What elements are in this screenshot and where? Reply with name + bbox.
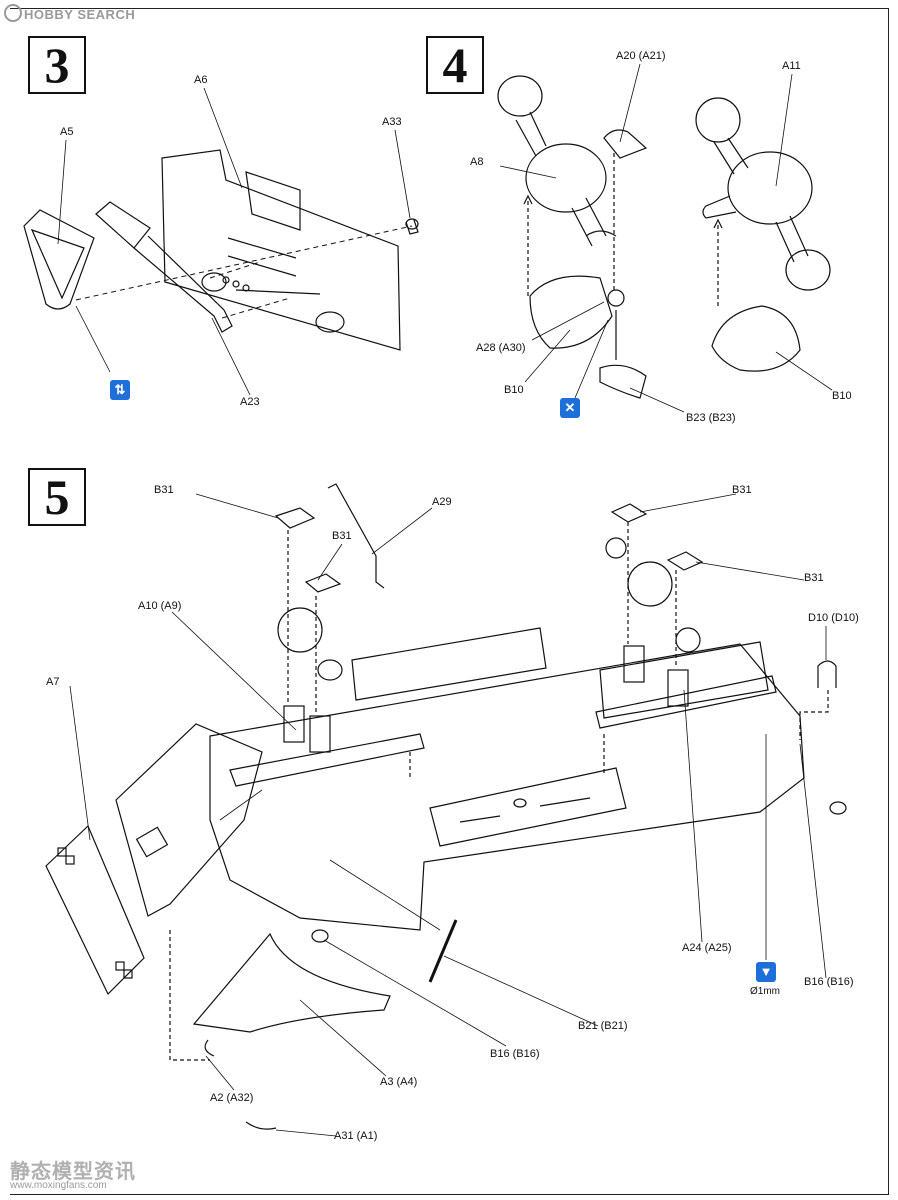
rear-leaf-spring bbox=[595, 675, 777, 729]
moxingfans-watermark: 静态模型资讯 bbox=[10, 1159, 136, 1183]
a10-front-panel bbox=[115, 723, 263, 917]
b10-cover-right bbox=[711, 305, 801, 372]
label-a11: A11 bbox=[782, 60, 801, 72]
label-b23: B23 (B23) bbox=[686, 412, 736, 424]
drill-icon: ▼ bbox=[756, 962, 776, 982]
label-b10-right: B10 bbox=[832, 390, 852, 402]
label-drill-size: Ø1mm bbox=[750, 986, 780, 997]
b23-part bbox=[599, 364, 647, 399]
label-b16-left: B16 (B16) bbox=[490, 1048, 540, 1060]
cement-icon: ✕ bbox=[560, 398, 580, 418]
a23-shovel bbox=[95, 201, 151, 249]
label-b31-c: B31 bbox=[732, 484, 752, 496]
a11-differential bbox=[727, 151, 813, 225]
flip-icon: ⇅ bbox=[110, 380, 130, 400]
label-a6: A6 bbox=[194, 74, 208, 86]
label-a33: A33 bbox=[382, 116, 402, 128]
a7-plate bbox=[45, 824, 145, 996]
label-a7: A7 bbox=[46, 676, 60, 688]
label-a24: A24 (A25) bbox=[682, 942, 732, 954]
front-leaf-spring bbox=[229, 733, 425, 787]
label-a29: A29 bbox=[432, 496, 452, 508]
label-a10: A10 (A9) bbox=[138, 600, 182, 612]
a29-rod bbox=[327, 483, 385, 589]
hobby-search-watermark: HOBBY SEARCH bbox=[4, 4, 135, 22]
step-3-number: 3 bbox=[28, 36, 86, 94]
label-a20: A20 (A21) bbox=[616, 50, 666, 62]
step-4-drawing bbox=[497, 63, 833, 413]
label-a5: A5 bbox=[60, 126, 74, 138]
b10-cover-left bbox=[529, 275, 613, 349]
a5-reflector bbox=[23, 209, 95, 310]
label-b31-d: B31 bbox=[804, 572, 824, 584]
chassis-body bbox=[209, 643, 805, 931]
a8-differential bbox=[525, 143, 607, 213]
label-a23: A23 bbox=[240, 396, 260, 408]
step-3-drawing bbox=[23, 87, 419, 396]
a6-panel bbox=[161, 149, 401, 351]
step-4-number: 4 bbox=[426, 36, 484, 94]
label-b16-right: B16 (B16) bbox=[804, 976, 854, 988]
label-a8: A8 bbox=[470, 156, 484, 168]
label-d10: D10 (D10) bbox=[808, 612, 859, 624]
hobby-search-logo-icon bbox=[4, 4, 22, 22]
a3-fender bbox=[192, 932, 391, 1033]
label-b10-left: B10 bbox=[504, 384, 524, 396]
label-b21: B21 (B21) bbox=[578, 1020, 628, 1032]
step-5-drawing bbox=[45, 483, 847, 1137]
label-a2: A2 (A32) bbox=[210, 1092, 254, 1104]
label-b31-a: B31 bbox=[154, 484, 174, 496]
label-b31-b: B31 bbox=[332, 530, 352, 542]
label-a3: A3 (A4) bbox=[380, 1076, 418, 1088]
page-frame bbox=[10, 8, 889, 1195]
d10-u-bolt bbox=[817, 660, 837, 688]
step-5-number: 5 bbox=[28, 468, 86, 526]
label-a31: A31 (A1) bbox=[334, 1130, 378, 1142]
label-a28: A28 (A30) bbox=[476, 342, 526, 354]
a20-bracket bbox=[603, 129, 648, 159]
moxingfans-url: www.moxingfans.com bbox=[10, 1180, 107, 1191]
